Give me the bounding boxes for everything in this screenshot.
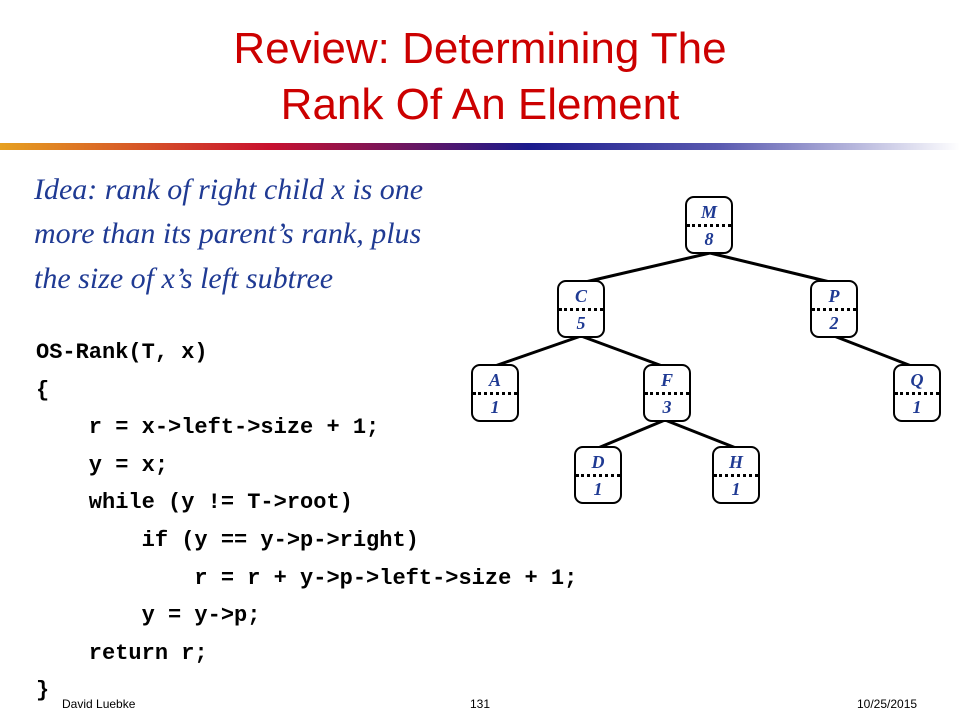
idea-text-line-1: Idea: rank of right child x is one (34, 173, 424, 206)
node-size: 1 (912, 397, 922, 417)
node-size: 5 (576, 313, 586, 333)
node-divider (559, 308, 603, 311)
edge-M-C (580, 251, 711, 285)
node-size: 1 (731, 479, 741, 499)
node-divider (687, 224, 731, 227)
node-key: C (574, 286, 587, 306)
node-divider (895, 392, 939, 395)
node-divider (645, 392, 689, 395)
node-size: 1 (490, 397, 500, 417)
node-key: A (488, 370, 501, 390)
edge-P-Q (833, 334, 915, 369)
slide-title-line-1: Review: Determining The (233, 24, 727, 73)
node-divider (473, 392, 517, 395)
edge-F-H (664, 418, 737, 450)
idea-text-line-3: the size of x’s left subtree (34, 262, 334, 295)
code-line-4: y = x; (36, 453, 169, 478)
footer-author: David Luebke (62, 697, 136, 711)
tree-node-m: M 8 (685, 196, 733, 254)
code-line-2: { (36, 378, 50, 403)
node-divider (812, 308, 856, 311)
tree-node-h: H 1 (712, 446, 760, 504)
node-key: D (591, 452, 605, 472)
node-key: F (660, 370, 673, 390)
idea-text-line-2: more than its parent’s rank, plus (34, 217, 422, 250)
node-size: 2 (829, 313, 839, 333)
code-line-6: if (y == y->p->right) (36, 528, 419, 553)
node-size: 8 (704, 229, 714, 249)
code-line-9: return r; (36, 641, 208, 666)
slide-title-line-2: Rank Of An Element (280, 80, 680, 129)
node-key: M (700, 202, 717, 222)
code-line-10: } (36, 678, 50, 703)
node-key: P (828, 286, 840, 306)
node-divider (576, 474, 620, 477)
tree-node-q: Q 1 (893, 364, 941, 422)
title-divider (0, 143, 960, 150)
node-size: 3 (662, 397, 672, 417)
edge-F-D (597, 418, 666, 450)
code-line-5: while (y != T->root) (36, 490, 353, 515)
code-line-3: r = x->left->size + 1; (36, 415, 380, 440)
footer-date: 10/25/2015 (857, 697, 918, 711)
code-line-8: y = y->p; (36, 603, 261, 628)
node-key: Q (910, 370, 924, 390)
tree-node-a: A 1 (471, 364, 519, 422)
edge-C-A (491, 334, 582, 369)
node-key: H (728, 452, 743, 472)
node-size: 1 (593, 479, 603, 499)
footer-page-number: 131 (470, 697, 491, 711)
edge-M-P (709, 251, 835, 285)
tree-node-d: D 1 (574, 446, 622, 504)
tree-node-p: P 2 (810, 280, 858, 338)
code-line-1: OS-Rank(T, x) (36, 340, 208, 365)
edge-C-F (580, 334, 666, 369)
code-line-7: r = r + y->p->left->size + 1; (36, 566, 578, 591)
node-divider (714, 474, 758, 477)
tree-node-f: F 3 (643, 364, 691, 422)
tree-node-c: C 5 (557, 280, 605, 338)
